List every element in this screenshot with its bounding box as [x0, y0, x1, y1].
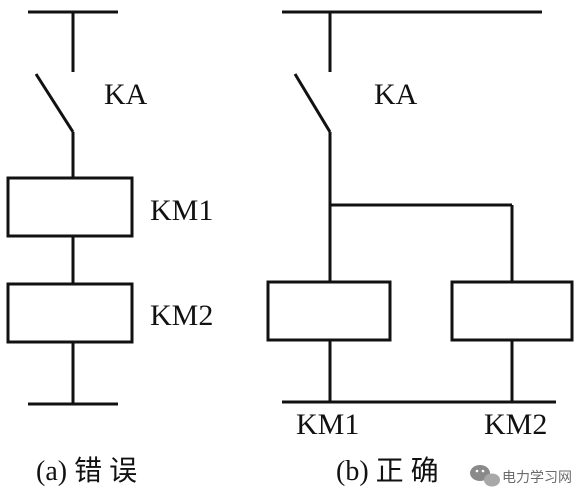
chat-bubble-icon — [470, 465, 500, 487]
right-km2-coil — [450, 280, 574, 342]
left-circuit: KA KM1 KM2 (a) 错 误 — [6, 10, 213, 487]
right-km1-coil — [266, 280, 392, 342]
right-ka-switch-blade — [293, 73, 332, 133]
right-ka-label: KA — [374, 78, 418, 111]
left-km2-label: KM2 — [150, 299, 213, 332]
right-circuit: KA KM1 KM2 (b) 正 确 — [266, 10, 574, 487]
left-ka-switch-blade — [34, 73, 75, 133]
watermark: 电力学习网 — [470, 465, 572, 487]
left-km1-coil — [6, 176, 134, 238]
left-caption: (a) 错 误 — [36, 455, 137, 487]
right-km1-label: KM1 — [296, 408, 359, 441]
left-km1-label: KM1 — [150, 194, 213, 227]
watermark-text: 电力学习网 — [502, 470, 572, 486]
left-km2-coil — [6, 282, 134, 344]
right-caption: (b) 正 确 — [336, 455, 439, 487]
right-km2-label: KM2 — [484, 408, 547, 441]
left-ka-label: KA — [104, 78, 148, 111]
